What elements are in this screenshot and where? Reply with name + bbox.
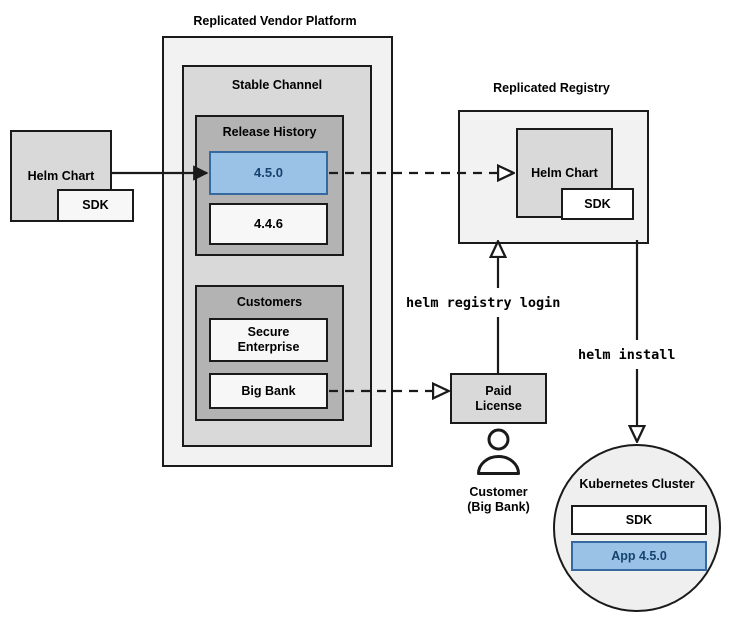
registry-sdk-label: SDK <box>584 196 611 211</box>
customer-actor-icon <box>472 428 525 476</box>
paid-license-line2: License <box>475 398 522 413</box>
customer-actor-line2: (Big Bank) <box>467 500 530 514</box>
release-history-label: Release History <box>222 125 317 139</box>
vendor-platform-title: Replicated Vendor Platform <box>193 14 357 28</box>
customer-secure-enterprise-line1: Secure <box>247 325 290 340</box>
customer-actor-line1: Customer <box>469 485 528 500</box>
paid-license-line1: Paid <box>485 383 512 398</box>
stable-channel-label: Stable Channel <box>231 78 323 92</box>
customer-actor-label: Customer (Big Bank) <box>435 483 562 517</box>
customer-secure-enterprise-line2: Enterprise <box>237 340 300 354</box>
cluster-app-box[interactable]: App 4.5.0 <box>571 541 707 571</box>
customer-secure-enterprise[interactable]: Secure Enterprise <box>209 318 328 362</box>
cluster-app-label: App 4.5.0 <box>611 548 667 563</box>
customer-big-bank-label: Big Bank <box>241 383 296 398</box>
cluster-sdk-box[interactable]: SDK <box>571 505 707 535</box>
registry-title: Replicated Registry <box>493 81 610 95</box>
cluster-sdk-label: SDK <box>625 512 653 527</box>
kubernetes-cluster-label: Kubernetes Cluster <box>579 476 695 491</box>
helm-install-label: helm install <box>578 347 676 363</box>
registry-sdk-box: SDK <box>561 188 634 220</box>
helm-registry-login-label: helm registry login <box>406 295 561 311</box>
release-4-4-6-label: 4.4.6 <box>254 216 283 232</box>
source-sdk-box: SDK <box>57 189 134 222</box>
source-sdk-label: SDK <box>82 198 109 213</box>
release-4-5-0[interactable]: 4.5.0 <box>209 151 328 195</box>
release-4-4-6[interactable]: 4.4.6 <box>209 203 328 245</box>
customer-big-bank[interactable]: Big Bank <box>209 373 328 409</box>
customers-label: Customers <box>236 295 303 309</box>
registry-helm-chart-label: Helm Chart <box>531 165 598 180</box>
paid-license-box[interactable]: Paid License <box>450 373 547 424</box>
source-helm-chart-label: Helm Chart <box>27 168 95 183</box>
release-4-5-0-label: 4.5.0 <box>254 165 283 181</box>
